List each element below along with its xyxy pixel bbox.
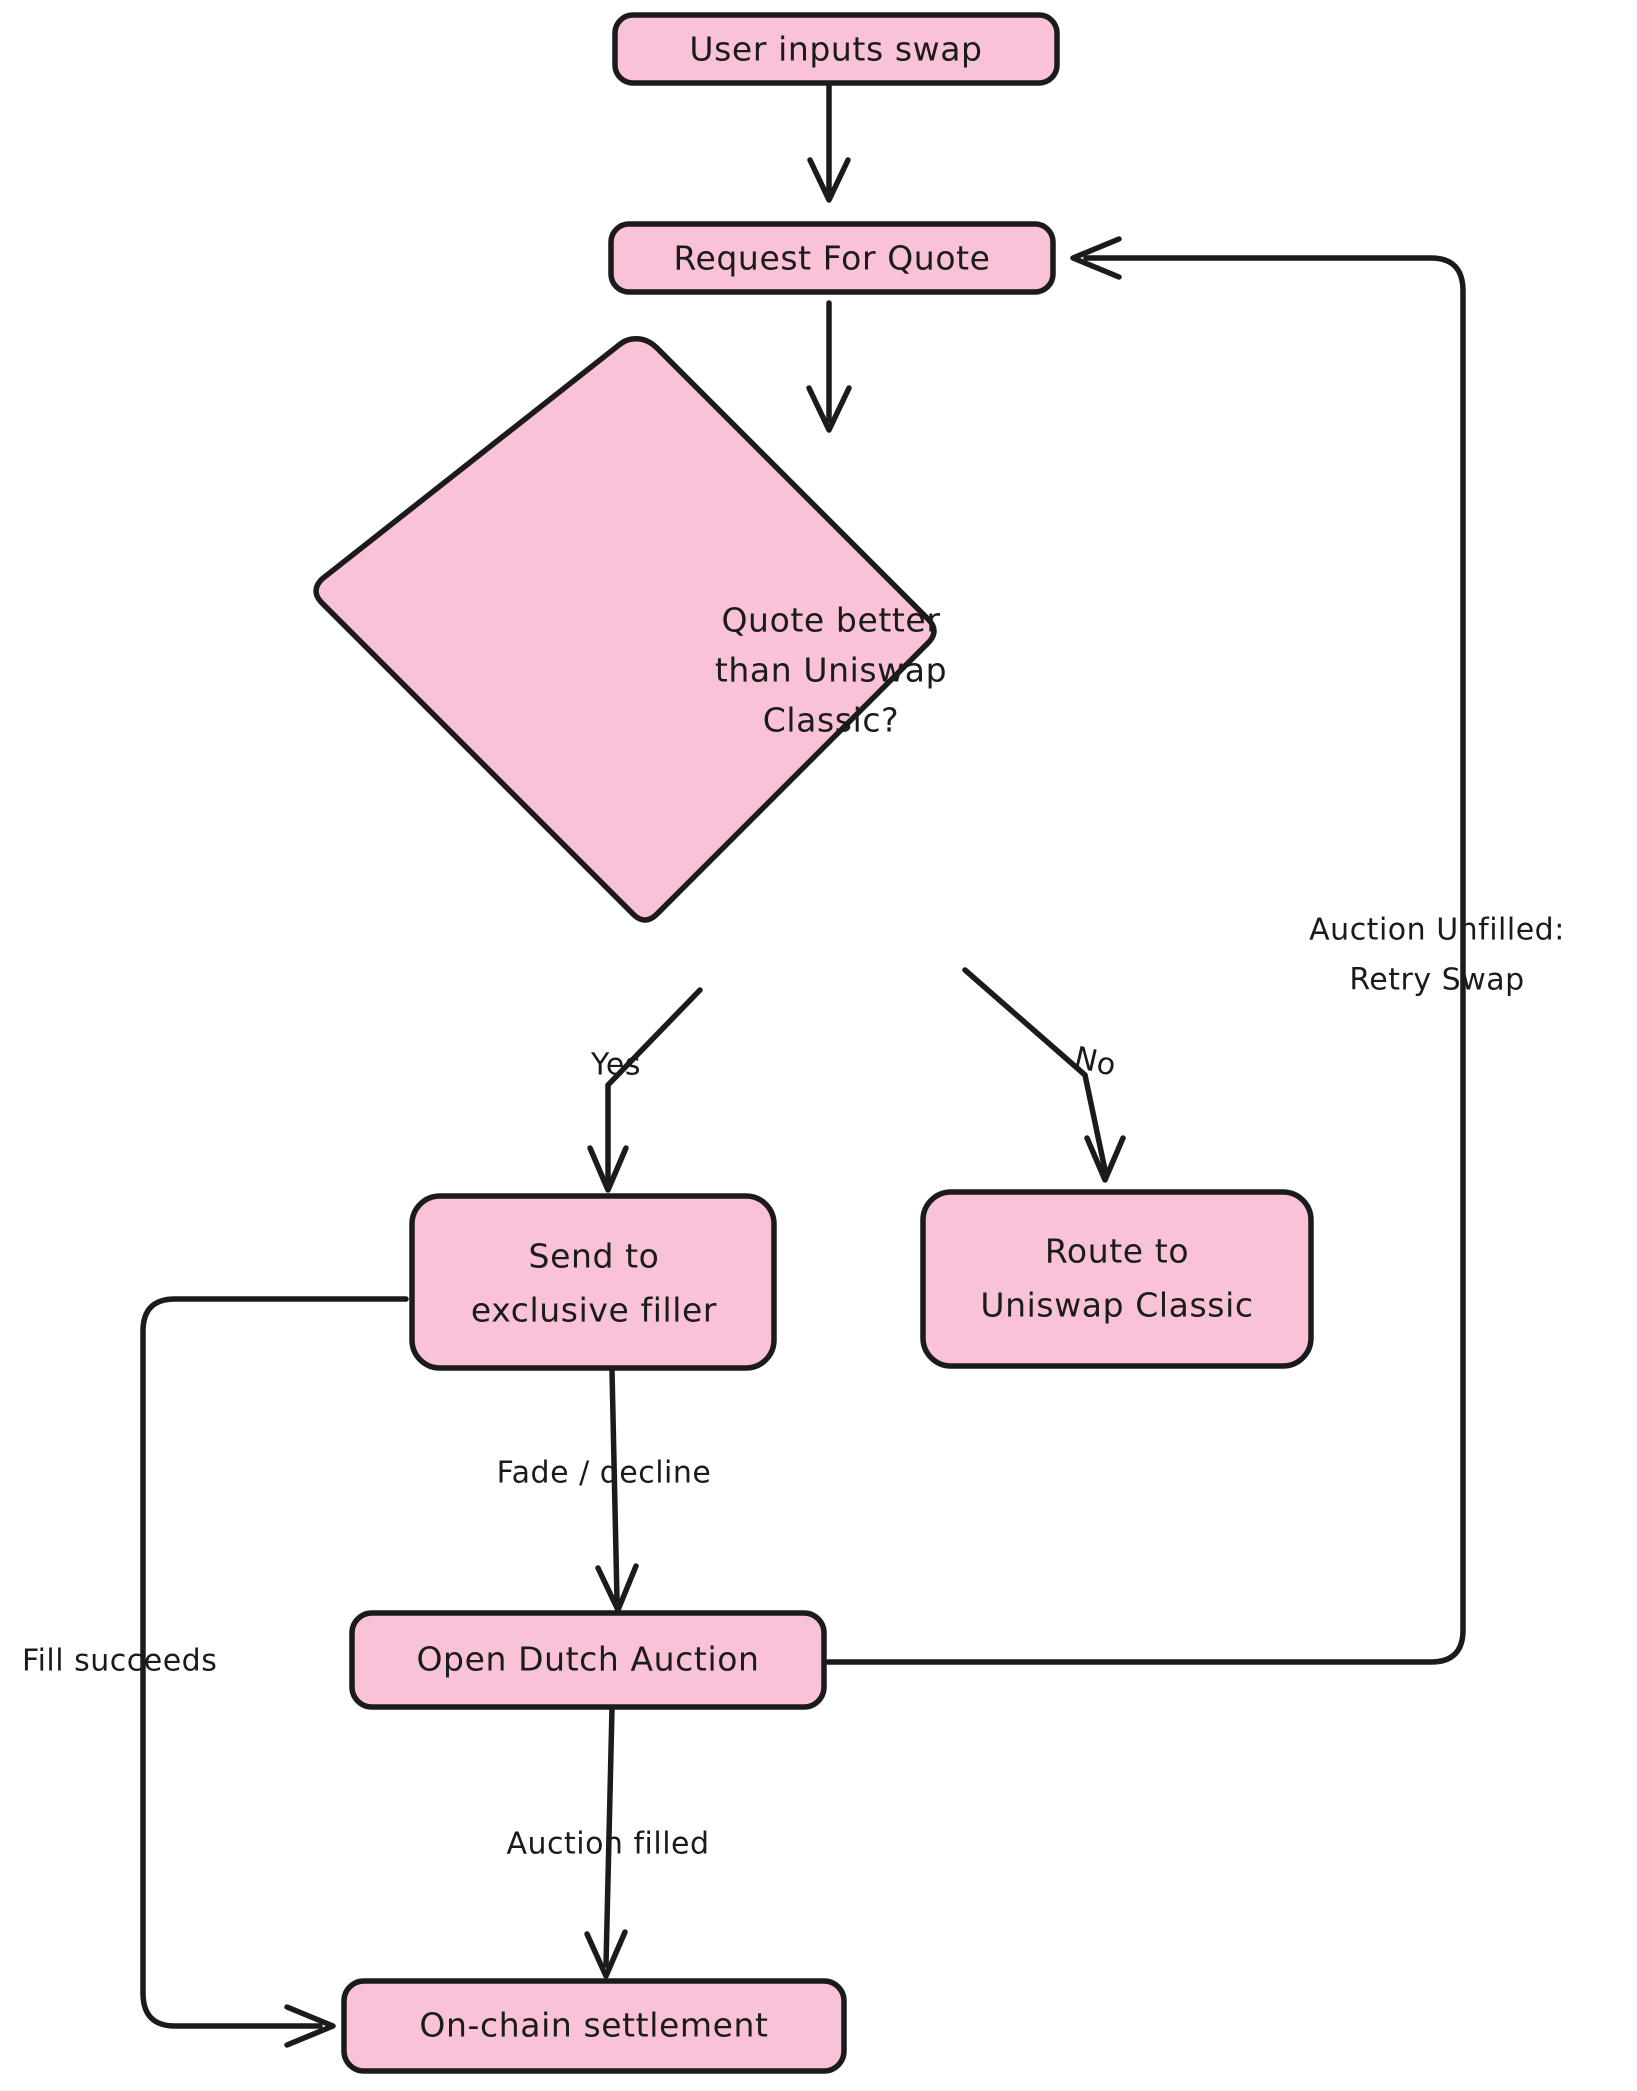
node-route-to-uniswap-classic-label-line2: Uniswap Classic [980,1286,1253,1325]
node-send-to-exclusive-filler-label-line1: Send to [529,1237,660,1276]
node-on-chain-settlement-shape[interactable] [341,1978,847,2074]
node-request-for-quote[interactable]: Request For Quote [608,221,1056,295]
edge-label-fade-decline: Fade / decline [497,1456,712,1491]
edge-decision-to-exclusive-filler: Yes [587,987,703,1193]
node-open-dutch-auction-label: Open Dutch Auction [416,1640,759,1679]
node-send-to-exclusive-filler-shape[interactable] [409,1193,777,1371]
node-user-inputs-swap-label: User inputs swap [689,30,982,69]
edge-label-fill-succeeds: Fill succeeds [22,1644,217,1679]
node-on-chain-settlement[interactable]: On-chain settlement [341,1978,847,2074]
edge-user-input-to-rfq [807,81,851,203]
edge-label-auction-unfilled-line2: Retry Swap [1349,963,1524,998]
node-send-to-exclusive-filler[interactable]: Send to exclusive filler [409,1193,777,1371]
edge-label-no: No [1071,1040,1120,1084]
node-user-inputs-swap-shape[interactable] [612,12,1060,86]
node-quote-better-decision-label-line3: Classic? [763,701,899,740]
node-user-inputs-swap[interactable]: User inputs swap [612,12,1060,86]
node-quote-better-decision-label-line1: Quote better [721,601,940,640]
node-route-to-uniswap-classic[interactable]: Route to Uniswap Classic [920,1189,1314,1369]
edge-label-yes: Yes [590,1048,641,1083]
node-route-to-uniswap-classic-label-line1: Route to [1045,1232,1189,1271]
edge-auction-to-rfq-retry: Auction Unfilled: Retry Swap [825,236,1565,1665]
edge-label-auction-filled: Auction filled [506,1827,709,1862]
node-send-to-exclusive-filler-label-line2: exclusive filler [471,1291,717,1330]
edge-decision-to-uniswap-classic: No [962,967,1126,1183]
node-route-to-uniswap-classic-shape[interactable] [920,1189,1314,1369]
node-on-chain-settlement-label: On-chain settlement [419,2006,768,2045]
edge-label-auction-unfilled-line1: Auction Unfilled: [1309,913,1565,948]
node-request-for-quote-label: Request For Quote [673,239,990,278]
node-open-dutch-auction-shape[interactable] [349,1610,827,1710]
node-request-for-quote-shape[interactable] [608,221,1056,295]
node-quote-better-decision[interactable]: Quote better than Uniswap Classic? [313,335,947,923]
node-open-dutch-auction[interactable]: Open Dutch Auction [349,1610,827,1710]
node-quote-better-decision-label-line2: than Uniswap [715,651,947,690]
edge-auction-to-settlement: Auction filled [506,1705,709,1979]
edge-exclusive-filler-to-settlement: Fill succeeds [22,1296,409,2048]
edge-rfq-to-decision [806,300,852,433]
edge-exclusive-filler-to-auction: Fade / decline [497,1367,712,1613]
node-quote-better-decision-shape[interactable] [313,335,937,923]
